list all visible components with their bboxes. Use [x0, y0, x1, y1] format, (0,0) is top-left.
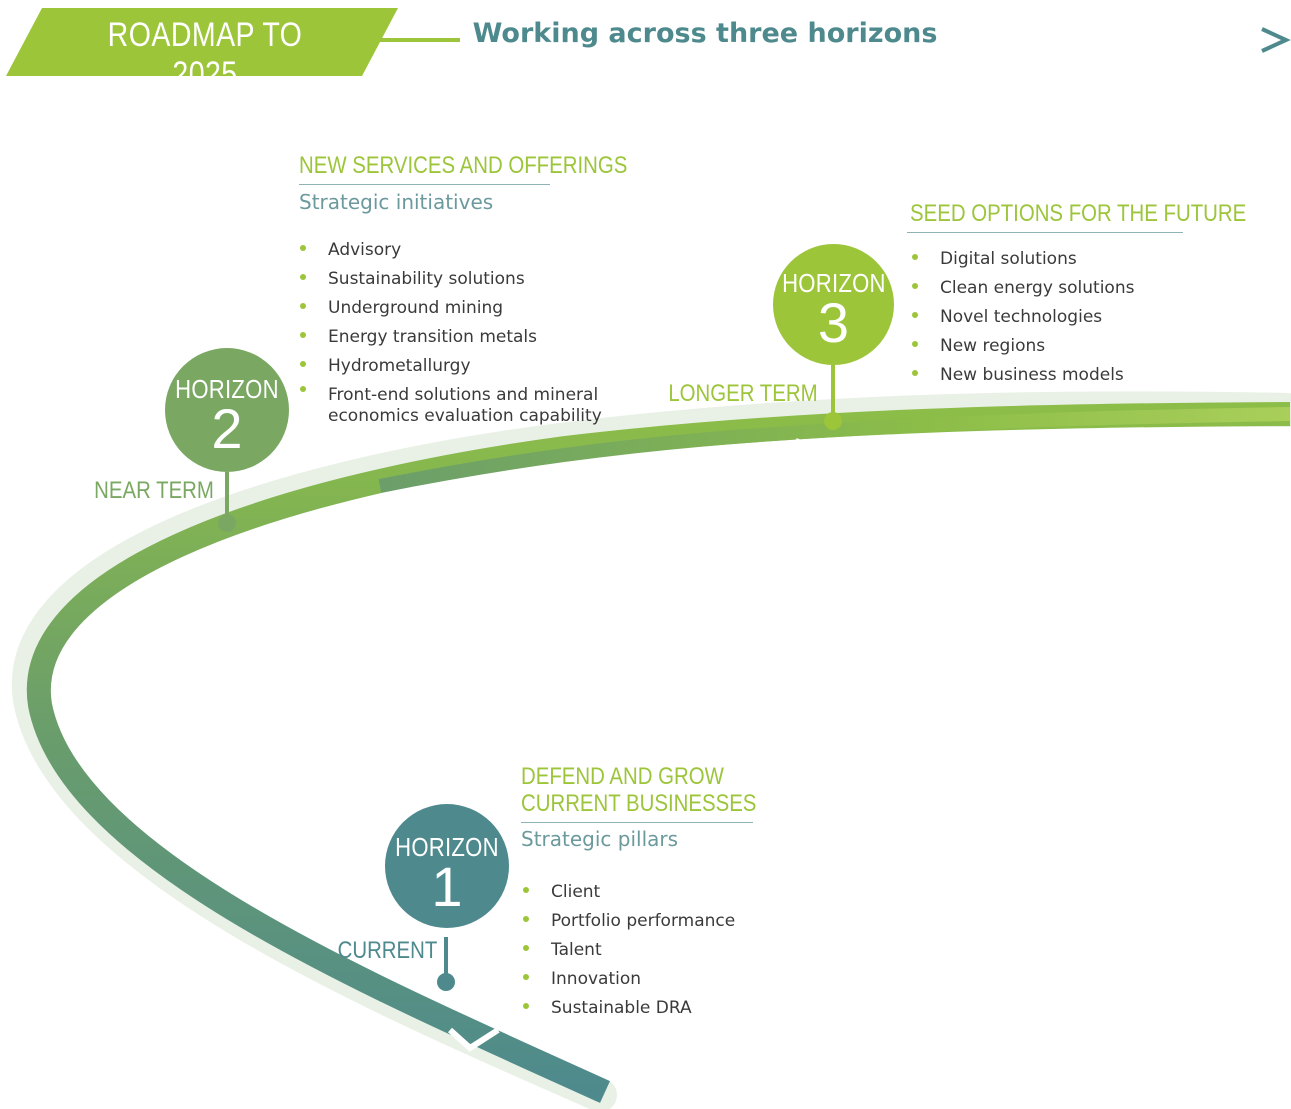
- horizon-3-list: Digital solutions Clean energy solutions…: [910, 245, 1134, 390]
- list-item: Novel technologies: [910, 303, 1134, 332]
- list-item: Digital solutions: [910, 245, 1134, 274]
- horizon-3-pin: [824, 412, 842, 430]
- list-item: Advisory: [298, 236, 602, 265]
- list-item: Energy transition metals: [298, 323, 602, 352]
- horizon-2-heading: NEW SERVICES AND OFFERINGS: [299, 152, 628, 179]
- horizon-1-list: Client Portfolio performance Talent Inno…: [521, 878, 735, 1023]
- list-item-line: Front-end solutions and mineral: [328, 385, 599, 405]
- horizon-2-word: HORIZON: [175, 374, 279, 404]
- horizon-2-divider: [299, 184, 550, 185]
- horizon-1-divider: [521, 822, 753, 823]
- horizon-1-stem: [444, 937, 448, 975]
- horizon-1-heading-line2: CURRENT BUSINESSES: [521, 790, 757, 817]
- horizon-1-heading: DEFEND AND GROW CURRENT BUSINESSES: [521, 763, 756, 817]
- list-item: Front-end solutions and mineral economic…: [298, 381, 602, 427]
- page-title: ROADMAP TO 2025: [107, 16, 303, 93]
- road-chevron-icon: [186, 550, 221, 579]
- horizon-3-stem: [831, 365, 835, 413]
- list-item: Clean energy solutions: [910, 274, 1134, 303]
- list-item-line: economics evaluation capability: [328, 406, 602, 426]
- arrow-head-icon: [1261, 27, 1291, 53]
- list-item: Client: [521, 878, 735, 907]
- horizon-2-stem: [225, 472, 229, 516]
- road-chevron-icon: [795, 438, 818, 457]
- page-subtitle: Working across three horizons: [472, 18, 938, 49]
- horizon-1-circle: HORIZON 1: [385, 804, 509, 928]
- horizon-2-term: NEAR TERM: [94, 477, 214, 504]
- list-item: New regions: [910, 332, 1134, 361]
- list-item: Portfolio performance: [521, 907, 735, 936]
- horizon-1-word: HORIZON: [395, 832, 499, 862]
- header-banner: [6, 8, 398, 76]
- horizon-3-number: 3: [817, 291, 850, 354]
- list-item: New business models: [910, 361, 1134, 390]
- list-item: Talent: [521, 936, 735, 965]
- list-item: Sustainable DRA: [521, 994, 735, 1023]
- horizon-2-list: Advisory Sustainability solutions Underg…: [298, 236, 602, 427]
- list-item: Hydrometallurgy: [298, 352, 602, 381]
- horizon-1-heading-line1: DEFEND AND GROW: [521, 763, 724, 790]
- list-item: Underground mining: [298, 294, 602, 323]
- horizon-3-heading: SEED OPTIONS FOR THE FUTURE: [910, 200, 1247, 227]
- road-band-right: [378, 407, 1291, 493]
- horizon-3-circle: HORIZON 3: [773, 244, 894, 365]
- horizon-3-term: LONGER TERM: [668, 380, 818, 407]
- horizon-1-subheading: Strategic pillars: [521, 827, 679, 851]
- horizon-1-term: CURRENT: [337, 937, 437, 964]
- list-item: Sustainability solutions: [298, 265, 602, 294]
- horizon-3-divider: [907, 232, 1183, 233]
- list-item: Innovation: [521, 965, 735, 994]
- horizon-3-word: HORIZON: [782, 268, 886, 298]
- road-chevron-icon: [447, 1027, 500, 1052]
- horizon-2-pin: [218, 514, 236, 532]
- horizon-2-subheading: Strategic initiatives: [299, 190, 494, 214]
- horizon-2-circle: HORIZON 2: [165, 348, 289, 472]
- horizon-2-number: 2: [211, 397, 243, 460]
- horizon-1-number: 1: [431, 855, 463, 918]
- horizon-1-pin: [437, 973, 455, 991]
